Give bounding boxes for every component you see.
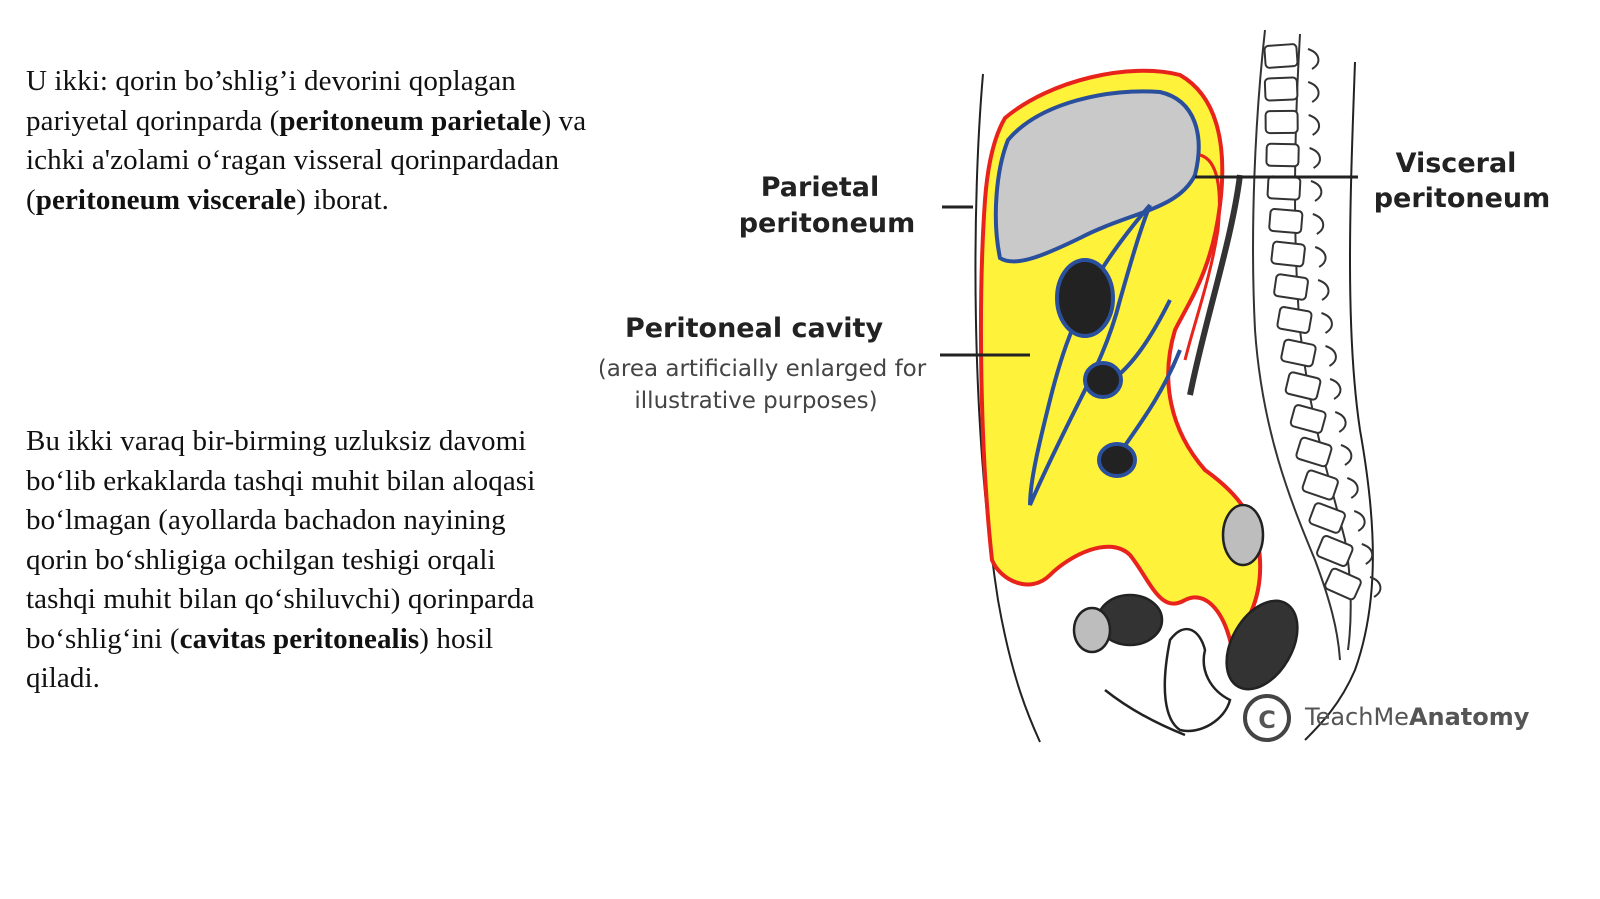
cavity-text-2: ) hosil qiladi. — [26, 622, 494, 695]
intro-paragraph: U ikki: qorin bo’shlig’i devorini qoplag… — [26, 62, 596, 220]
visceral-label-2: peritoneum — [1374, 183, 1551, 214]
pelvic-organs — [1072, 503, 1299, 737]
vertebra — [1263, 43, 1299, 69]
liver — [993, 89, 1201, 264]
vertebra — [1268, 208, 1304, 234]
cavity-note-1: (area artificially enlarged for — [600, 356, 927, 382]
spinous-process — [1334, 411, 1347, 433]
spinous-process — [1353, 510, 1366, 532]
spinous-process — [1321, 312, 1333, 334]
spinous-process — [1369, 576, 1382, 598]
intro-text-3: ) iborat. — [296, 183, 389, 216]
intro-text-1: U ikki: qorin bo’shlig’i devorini qoplag… — [26, 65, 516, 137]
bowel-loops — [1055, 258, 1137, 478]
vertebra — [1263, 76, 1299, 102]
intro-text-2: ) va ichki a'zolami o‘ragan visseral qor… — [26, 104, 587, 216]
vertebra — [1276, 306, 1313, 334]
vertebra — [1324, 567, 1362, 601]
teachmeanatomy-watermark: C TeachMeAnatomy — [1243, 694, 1530, 742]
peritoneum-diagram: Parietal peritoneum Visceral peritoneum … — [600, 29, 1551, 743]
spinous-process — [1346, 477, 1359, 499]
copyright-icon — [1243, 694, 1291, 742]
brand-bold: Anatomy — [1409, 703, 1530, 731]
spinous-process — [1309, 147, 1321, 169]
vertebra — [1273, 273, 1309, 301]
spinous-process — [1325, 345, 1337, 367]
visceral-peritoneum-line — [1183, 153, 1221, 361]
parietal-label-1: Parietal — [761, 172, 880, 203]
vertebra — [1264, 109, 1299, 135]
cavity-paragraph: Bu ikki varaq bir-birming uzluksiz davom… — [26, 422, 546, 699]
cavity-label: Peritoneal cavity — [625, 313, 884, 344]
term-peritoneum-viscerale: peritoneum viscerale — [35, 183, 297, 216]
aorta — [1187, 174, 1243, 396]
vertebra — [1308, 502, 1346, 534]
spinous-process — [1310, 180, 1323, 202]
vertebra — [1266, 175, 1302, 201]
copyright-letter: C — [1258, 706, 1276, 734]
spinous-process — [1361, 543, 1374, 565]
vertebra — [1295, 436, 1333, 468]
visceral-label-1: Visceral — [1396, 148, 1517, 179]
term-peritoneum-parietale: peritoneum parietale — [279, 104, 542, 137]
vertebra — [1289, 404, 1327, 434]
spinous-process — [1329, 378, 1342, 400]
vertebra — [1301, 469, 1339, 501]
spinous-process — [1308, 114, 1320, 136]
posterior-body-wall — [1304, 61, 1374, 741]
parietal-label-2: peritoneum — [739, 208, 916, 239]
vertebra — [1265, 142, 1300, 168]
spinous-process — [1307, 81, 1320, 103]
spinous-process — [1307, 48, 1320, 70]
vertebra — [1280, 338, 1317, 368]
cavity-text-1: Bu ikki varaq bir-birming uzluksiz davom… — [26, 425, 536, 655]
vertebral-column — [1252, 29, 1382, 661]
cavity-note-2: illustrative purposes) — [634, 388, 877, 414]
vertebra — [1284, 371, 1322, 401]
vertebra — [1270, 240, 1306, 268]
vertebra — [1316, 534, 1354, 568]
spinous-process — [1340, 444, 1353, 466]
brand-text: TeachMeAnatomy — [1304, 703, 1530, 731]
brand-regular: TeachMe — [1304, 703, 1409, 731]
spinous-process — [1312, 213, 1325, 235]
term-cavitas-peritonealis: cavitas peritonealis — [179, 622, 420, 655]
spinous-process — [1317, 279, 1330, 301]
spinous-process — [1314, 246, 1327, 268]
